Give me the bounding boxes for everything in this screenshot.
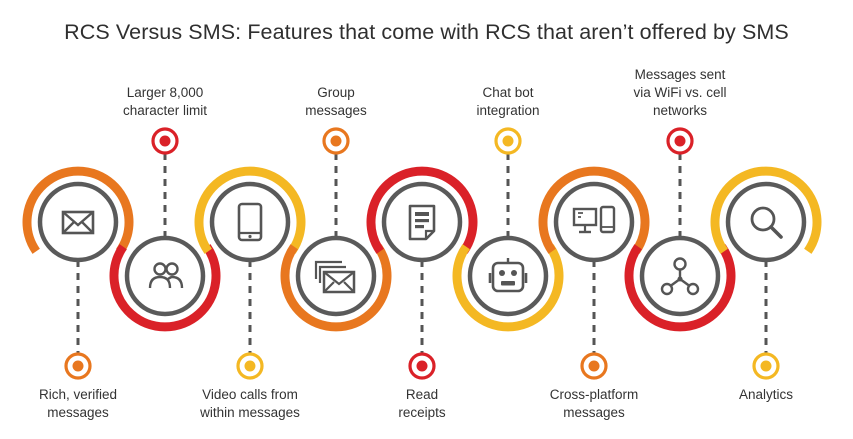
feature-node <box>366 166 478 380</box>
feature-label-line: Group <box>317 85 355 100</box>
target-dot <box>236 352 264 380</box>
feature-label-line: Larger 8,000 <box>126 85 204 100</box>
icon-ring <box>295 235 377 317</box>
outer-arc <box>109 244 221 332</box>
feature-node <box>538 166 650 380</box>
outer-arc <box>624 244 736 332</box>
people-icon <box>148 262 184 289</box>
feature-label: Rich, verified messages <box>0 386 163 422</box>
target-dot <box>151 127 179 155</box>
feature-label-line: Messages sent <box>634 67 726 82</box>
feature-node <box>194 166 306 380</box>
target-dot <box>322 127 350 155</box>
smartphone-icon <box>237 202 263 242</box>
feature-label-line: Read <box>405 387 439 402</box>
feature-label-line: networks <box>652 103 708 118</box>
devices-icon <box>572 205 616 234</box>
feature-node <box>624 127 736 332</box>
feature-label: Chat bot integration <box>423 84 593 120</box>
feature-label-line: receipts <box>398 405 446 420</box>
target-dot <box>666 127 694 155</box>
outer-arc <box>710 166 822 254</box>
feature-node <box>710 166 822 380</box>
icon-ring <box>467 235 549 317</box>
feature-label: Cross-platform messages <box>509 386 679 422</box>
target-dot <box>494 127 522 155</box>
multiple-envelopes-icon <box>314 260 356 294</box>
feature-label-line: messages <box>563 405 625 420</box>
feature-node <box>22 166 134 380</box>
icon-ring <box>209 181 291 263</box>
feature-label: Larger 8,000 character limit <box>80 84 250 120</box>
feature-node <box>280 127 392 332</box>
network-icon <box>660 257 700 296</box>
feature-label-line: character limit <box>122 103 208 118</box>
outer-arc <box>194 166 306 254</box>
envelope-icon <box>61 210 95 235</box>
outer-arc <box>280 244 392 332</box>
icon-ring <box>725 181 807 263</box>
target-dot <box>580 352 608 380</box>
feature-label: Analytics <box>681 386 851 404</box>
feature-label: Group messages <box>251 84 421 120</box>
feature-label-line: within messages <box>200 405 300 420</box>
feature-node <box>452 127 564 332</box>
outer-arc <box>452 244 564 332</box>
feature-label: Video calls from within messages <box>165 386 335 422</box>
target-dot <box>752 352 780 380</box>
feature-label-line: via WiFi vs. cell <box>633 85 727 100</box>
feature-label-line: integration <box>476 103 540 118</box>
icon-ring <box>553 181 635 263</box>
outer-arc <box>538 166 650 254</box>
diagram-title: RCS Versus SMS: Features that come with … <box>64 20 789 44</box>
icon-ring <box>124 235 206 317</box>
outer-arc <box>366 166 478 254</box>
feature-label: Messages sent via WiFi vs. cell networks <box>595 66 765 120</box>
target-dot <box>64 352 92 380</box>
feature-label-line: messages <box>305 103 367 118</box>
feature-label-line: Video calls from <box>202 387 298 402</box>
outer-arc <box>22 166 134 254</box>
document-icon <box>408 204 436 241</box>
icon-ring <box>37 181 119 263</box>
magnifier-icon <box>750 206 783 239</box>
feature-label-line: Cross-platform <box>549 387 639 402</box>
feature-label-line: Chat bot <box>482 85 534 100</box>
robot-icon <box>488 258 528 293</box>
feature-node <box>109 127 221 332</box>
feature-label-line: messages <box>47 405 109 420</box>
target-dot <box>408 352 436 380</box>
feature-label: Read receipts <box>337 386 507 422</box>
feature-label-line: Rich, verified <box>38 387 118 402</box>
feature-label-line: Analytics <box>738 387 794 402</box>
